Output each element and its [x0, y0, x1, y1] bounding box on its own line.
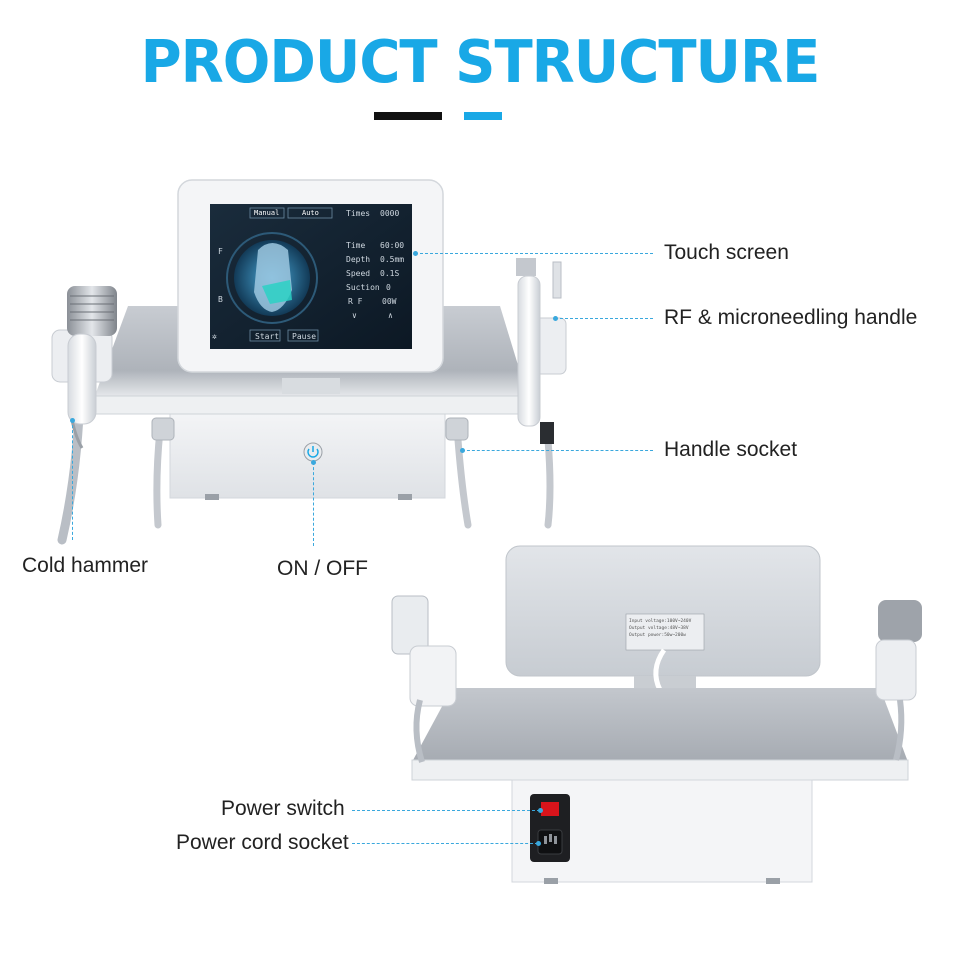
param-label-speed[interactable]: Speed	[346, 269, 370, 278]
spec-line-2: Output voltage:48V~38V	[629, 625, 689, 631]
param-label-time[interactable]: Time	[346, 241, 365, 250]
touch-screen-label: Touch screen	[664, 241, 789, 264]
power-cord-socket-leader	[352, 843, 538, 844]
cold-hammer-dot	[70, 418, 75, 423]
param-value-depth: 0.5mm	[380, 255, 404, 264]
rf-handle-leader	[555, 318, 653, 319]
cold-hammer-leader	[72, 420, 73, 540]
pause-button[interactable]: Pause	[292, 332, 316, 341]
side-letter-b: B	[218, 295, 223, 304]
title-underline-dark	[374, 112, 442, 120]
start-button[interactable]: Start	[255, 332, 279, 341]
title-underline-blue	[464, 112, 502, 120]
param-value-time: 60:00	[380, 241, 404, 250]
power-switch-dot	[538, 808, 543, 813]
power-switch-leader	[352, 810, 540, 811]
handle-socket-leader	[462, 450, 653, 451]
page-title: PRODUCT STRUCTURE	[140, 28, 821, 97]
power-switch-label: Power switch	[221, 797, 345, 820]
power-cord-socket-dot	[536, 841, 541, 846]
handle-socket-label: Handle socket	[664, 438, 798, 461]
chevron-down-icon[interactable]: ∨	[352, 311, 357, 320]
param-label-depth[interactable]: Depth	[346, 255, 370, 264]
spec-line-1: Input voltage:100V~240V	[629, 618, 692, 624]
chevron-up-icon[interactable]: ∧	[388, 311, 393, 320]
spec-line-3: Output power:50w~200w	[629, 632, 686, 638]
touch-screen-leader	[415, 253, 653, 254]
times-value: 0000	[380, 209, 399, 218]
side-letter-f: F	[218, 247, 223, 256]
gear-icon[interactable]: ✲	[212, 332, 217, 341]
on-off-label: ON / OFF	[277, 557, 368, 580]
rear-spec-plate: Input voltage:100V~240V Output voltage:4…	[629, 618, 692, 638]
on-off-leader	[313, 462, 314, 546]
rf-handle-label: RF & microneedling handle	[664, 306, 918, 329]
param-label-suction[interactable]: Suction	[346, 283, 380, 292]
mode-auto-tab[interactable]: Auto	[302, 209, 319, 217]
cold-hammer-label: Cold hammer	[22, 554, 149, 577]
rf-handle-dot	[553, 316, 558, 321]
touch-screen-display[interactable]: Manual Auto Times 0000 Time 60:00 Depth …	[210, 204, 412, 349]
param-value-suction: 0	[386, 283, 391, 292]
handle-socket-dot	[460, 448, 465, 453]
param-value-rf: 00W	[382, 297, 397, 306]
param-label-rf[interactable]: R F	[348, 297, 363, 306]
touch-screen-dot	[413, 251, 418, 256]
param-value-speed: 0.1S	[380, 269, 399, 278]
power-cord-socket-label: Power cord socket	[176, 831, 349, 854]
on-off-dot	[311, 460, 316, 465]
times-label: Times	[346, 209, 370, 218]
mode-manual-tab[interactable]: Manual	[254, 209, 279, 217]
